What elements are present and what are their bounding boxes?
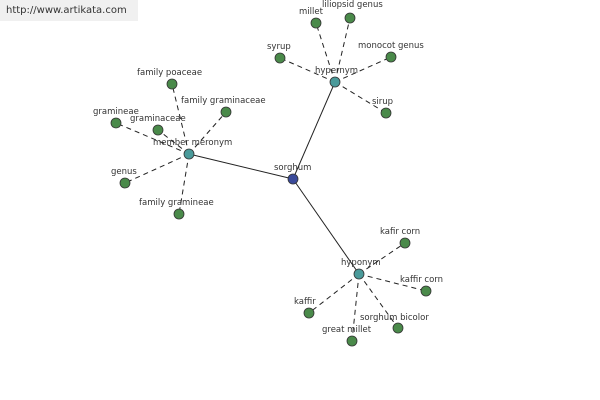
leaf-label-graminaceae: graminaceae xyxy=(130,114,186,124)
leaf-label-liliopsid-genus: liliopsid genus xyxy=(322,0,383,10)
edge-hyponym-great-millet xyxy=(351,273,360,342)
edge-hypernym-liliopsid-genus xyxy=(334,17,351,83)
relation-node-hypernym xyxy=(329,76,341,88)
edge-center-member-meronym xyxy=(188,153,294,180)
center-node-center xyxy=(287,173,299,185)
leaf-node-sorghum-bicolor xyxy=(392,322,404,334)
edge-hyponym-kaffir-corn xyxy=(358,273,427,292)
leaf-label-monocot-genus: monocot genus xyxy=(358,41,424,51)
leaf-node-syrup xyxy=(274,52,286,64)
edge-member-meronym-gramineae xyxy=(115,122,190,155)
relation-label-hypernym: hypernym xyxy=(315,66,358,76)
edge-hypernym-sirup xyxy=(334,81,387,114)
leaf-label-genus: genus xyxy=(111,167,137,177)
leaf-label-syrup: syrup xyxy=(267,42,291,52)
leaf-node-liliopsid-genus xyxy=(344,12,356,24)
leaf-node-kaffir-corn xyxy=(420,285,432,297)
edge-hyponym-kaffir xyxy=(308,273,360,314)
edge-member-meronym-family-poaceae xyxy=(171,83,190,155)
leaf-node-family-gramineae xyxy=(173,208,185,220)
leaf-label-family-gramineae: family gramineae xyxy=(139,198,214,208)
edge-hypernym-millet xyxy=(315,22,336,83)
edge-center-hyponym xyxy=(292,178,360,275)
edge-hypernym-syrup xyxy=(279,57,336,83)
leaf-label-kafir-corn: kafir corn xyxy=(380,227,420,237)
edge-hyponym-kafir-corn xyxy=(358,242,406,275)
leaf-node-family-poaceae xyxy=(166,78,178,90)
nodes-group xyxy=(110,12,432,347)
leaf-node-monocot-genus xyxy=(385,51,397,63)
leaf-node-sirup xyxy=(380,107,392,119)
relation-node-member-meronym xyxy=(183,148,195,160)
edge-member-meronym-family-gramineae xyxy=(178,153,190,215)
leaf-node-gramineae xyxy=(110,117,122,129)
leaf-label-kaffir-corn: kaffir corn xyxy=(400,275,443,285)
leaf-node-graminaceae xyxy=(152,124,164,136)
leaf-node-family-graminaceae xyxy=(220,106,232,118)
leaf-label-family-poaceae: family poaceae xyxy=(137,68,202,78)
edge-member-meronym-family-graminaceae xyxy=(188,111,227,155)
leaf-node-great-millet xyxy=(346,335,358,347)
leaf-node-millet xyxy=(310,17,322,29)
leaf-node-genus xyxy=(119,177,131,189)
edge-center-hypernym xyxy=(292,81,336,180)
leaf-node-kafir-corn xyxy=(399,237,411,249)
leaf-label-family-graminaceae: family graminaceae xyxy=(181,96,266,106)
leaf-label-sorghum-bicolor: sorghum bicolor xyxy=(360,313,429,323)
leaf-label-kaffir: kaffir xyxy=(294,297,316,307)
relation-node-hyponym xyxy=(353,268,365,280)
leaf-label-gramineae: gramineae xyxy=(93,107,139,117)
leaf-label-sirup: sirup xyxy=(372,97,393,107)
leaf-label-great-millet: great millet xyxy=(322,325,372,335)
edge-member-meronym-graminaceae xyxy=(157,129,190,155)
leaf-label-millet: millet xyxy=(299,7,324,17)
leaf-node-kaffir xyxy=(303,307,315,319)
labels-group: sorghum hypernym member meronym hyponym mill… xyxy=(93,0,443,335)
source-url-label: http://www.artikata.com xyxy=(0,0,138,21)
relation-label-member-meronym: member meronym xyxy=(153,138,232,148)
center-label-center: sorghum xyxy=(274,163,311,173)
edge-hypernym-monocot-genus xyxy=(334,56,392,83)
edge-hyponym-sorghum-bicolor xyxy=(358,273,399,329)
relation-label-hyponym: hyponym xyxy=(341,258,381,268)
edges-group xyxy=(115,17,427,342)
edge-member-meronym-genus xyxy=(124,153,190,184)
